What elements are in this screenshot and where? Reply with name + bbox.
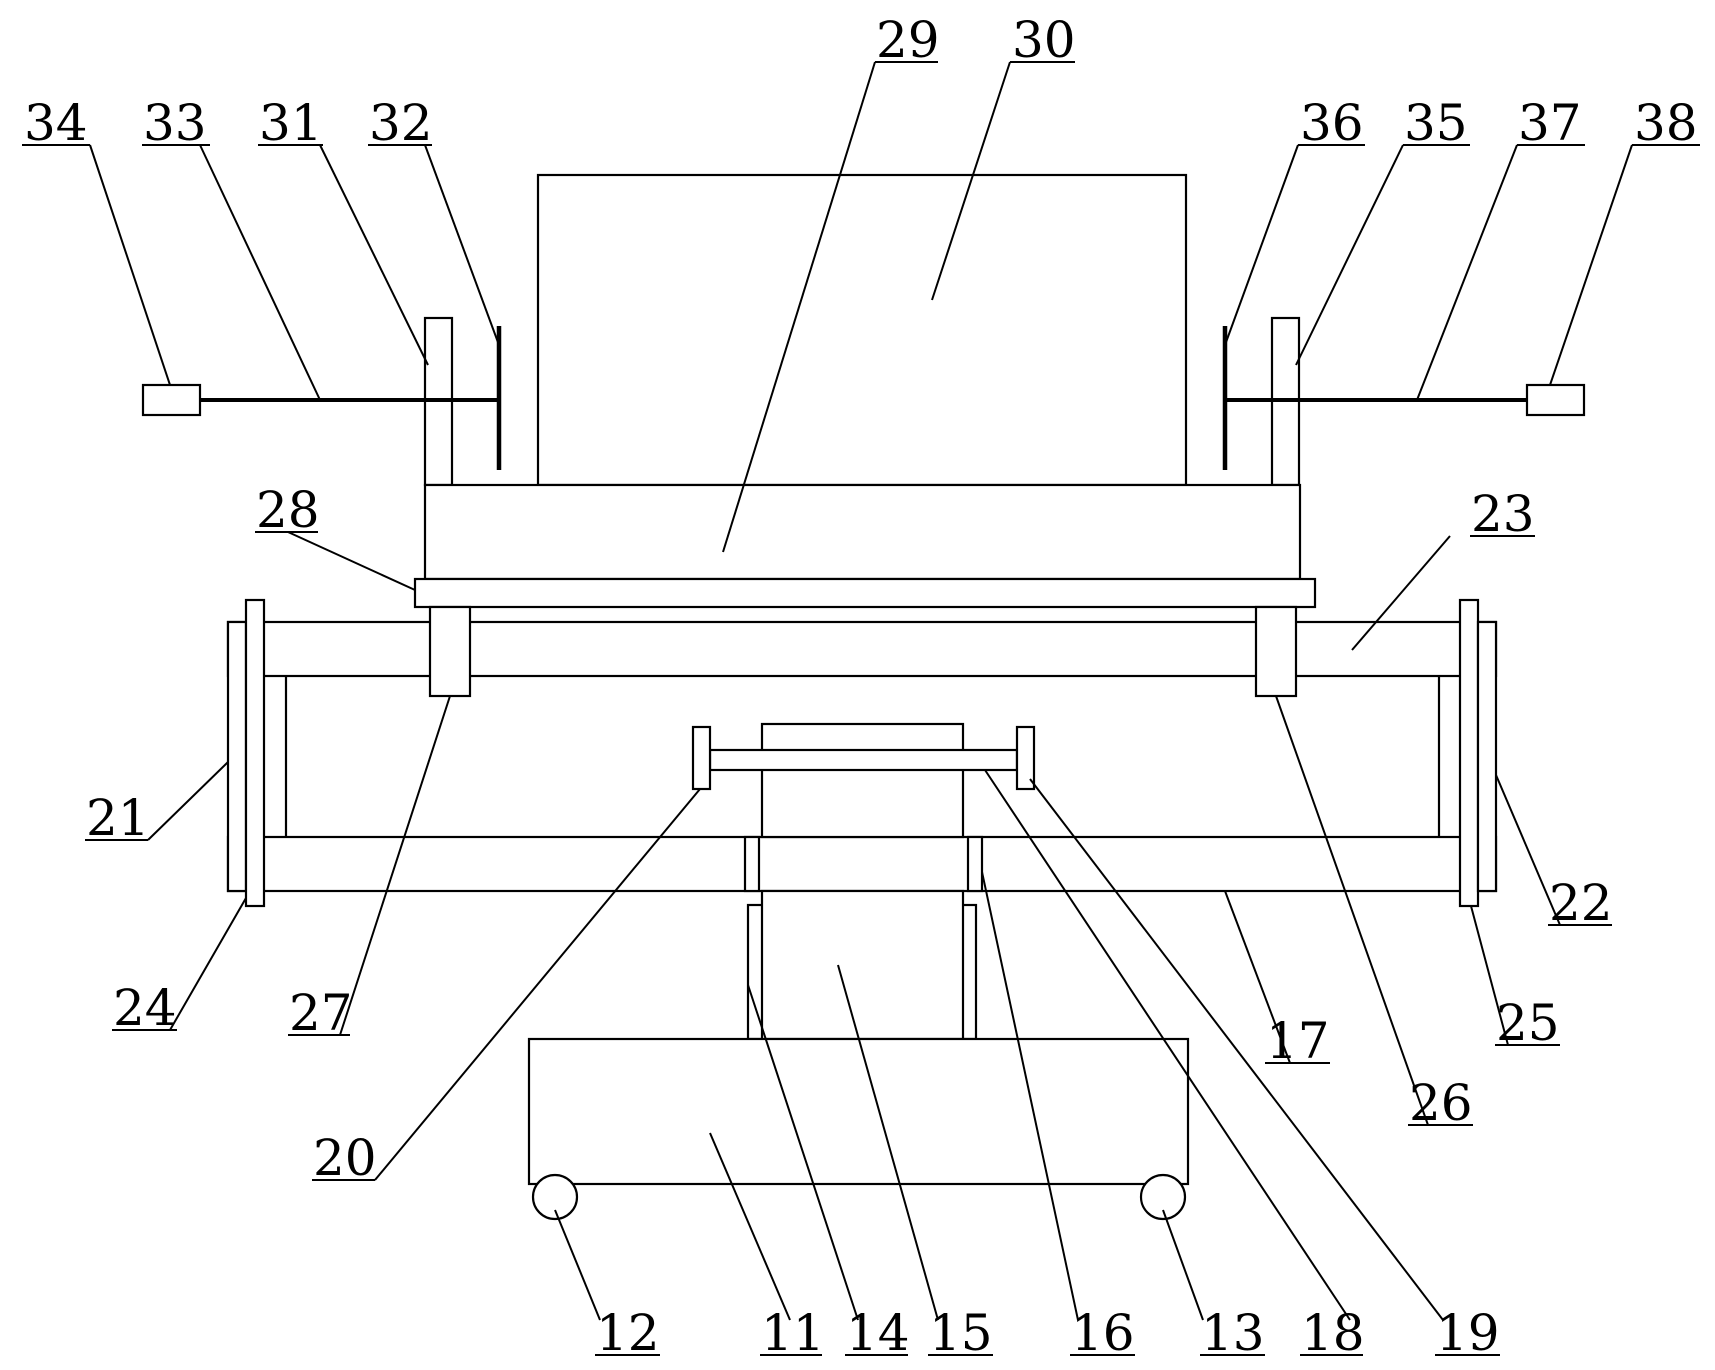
label-12: 12: [596, 1304, 660, 1362]
leader-21: [147, 761, 229, 841]
label-22: 22: [1549, 874, 1613, 932]
leader-26: [1275, 695, 1429, 1126]
leader-19: [1029, 778, 1444, 1321]
label-14: 14: [846, 1304, 910, 1362]
column-collar-left: [743, 835, 761, 893]
left-knob: [141, 383, 202, 417]
right-end-plate: [1458, 598, 1480, 908]
label-30: 30: [1012, 11, 1076, 69]
right-frame-side: [1476, 620, 1498, 893]
leader-25: [1470, 905, 1509, 1046]
leader-23: [1351, 535, 1451, 651]
label-31: 31: [259, 94, 323, 152]
leader-37: [1416, 144, 1518, 401]
label-20: 20: [313, 1129, 377, 1187]
leader-13: [1162, 1209, 1204, 1321]
leader-29: [722, 61, 876, 553]
leader-15: [837, 964, 939, 1321]
label-25: 25: [1496, 994, 1560, 1052]
worktable: [423, 483, 1302, 581]
leader-22: [1495, 774, 1561, 926]
left-wheel: [531, 1173, 579, 1221]
right-end-stop: [1015, 725, 1036, 791]
leader-17: [1224, 890, 1291, 1064]
base-cart: [527, 1037, 1190, 1186]
lower-guide-rail: [226, 835, 1498, 893]
inner-post: [760, 889, 965, 1041]
label-26: 26: [1409, 1074, 1473, 1132]
label-37: 37: [1518, 94, 1582, 152]
left-end-stop: [691, 725, 712, 791]
label-21: 21: [86, 789, 150, 847]
cross-bar: [708, 748, 1019, 772]
leader-11: [709, 1132, 791, 1321]
label-34: 34: [24, 94, 88, 152]
label-24: 24: [113, 979, 177, 1037]
leader-30: [931, 61, 1011, 301]
leader-14: [747, 984, 859, 1321]
label-18: 18: [1301, 1304, 1365, 1362]
leader-24: [169, 897, 247, 1031]
leader-28: [287, 531, 416, 591]
upper-housing: [536, 173, 1188, 487]
label-32: 32: [369, 94, 433, 152]
leader-18: [984, 769, 1351, 1321]
label-28: 28: [256, 481, 320, 539]
upper-guide-rail: [226, 620, 1498, 678]
label-36: 36: [1300, 94, 1364, 152]
base-plate: [413, 577, 1317, 609]
leader-34: [89, 144, 171, 386]
label-33: 33: [143, 94, 207, 152]
leader-32: [424, 144, 500, 346]
label-15: 15: [929, 1304, 993, 1362]
left-end-plate: [244, 598, 266, 908]
right-slider: [1254, 605, 1298, 698]
left-slider: [428, 605, 472, 698]
label-19: 19: [1436, 1304, 1500, 1362]
label-23: 23: [1471, 485, 1535, 543]
right-knob: [1525, 383, 1586, 417]
column-collar-right: [966, 835, 984, 893]
label-17: 17: [1266, 1012, 1330, 1070]
label-13: 13: [1201, 1304, 1265, 1362]
central-column-upper: [760, 722, 965, 839]
label-11: 11: [761, 1304, 825, 1362]
label-35: 35: [1404, 94, 1468, 152]
label-16: 16: [1071, 1304, 1135, 1362]
leader-16: [981, 871, 1079, 1321]
label-29: 29: [876, 11, 940, 69]
leader-36: [1224, 144, 1299, 346]
leader-20: [374, 788, 701, 1181]
leader-35: [1295, 144, 1404, 366]
label-27: 27: [289, 984, 353, 1042]
left-frame-side: [226, 620, 248, 893]
leader-38: [1549, 144, 1633, 386]
leader-31: [319, 144, 429, 366]
leader-12: [554, 1209, 601, 1321]
right-wheel: [1139, 1173, 1187, 1221]
leader-33: [199, 144, 321, 401]
label-38: 38: [1634, 94, 1698, 152]
leader-27: [339, 695, 451, 1036]
